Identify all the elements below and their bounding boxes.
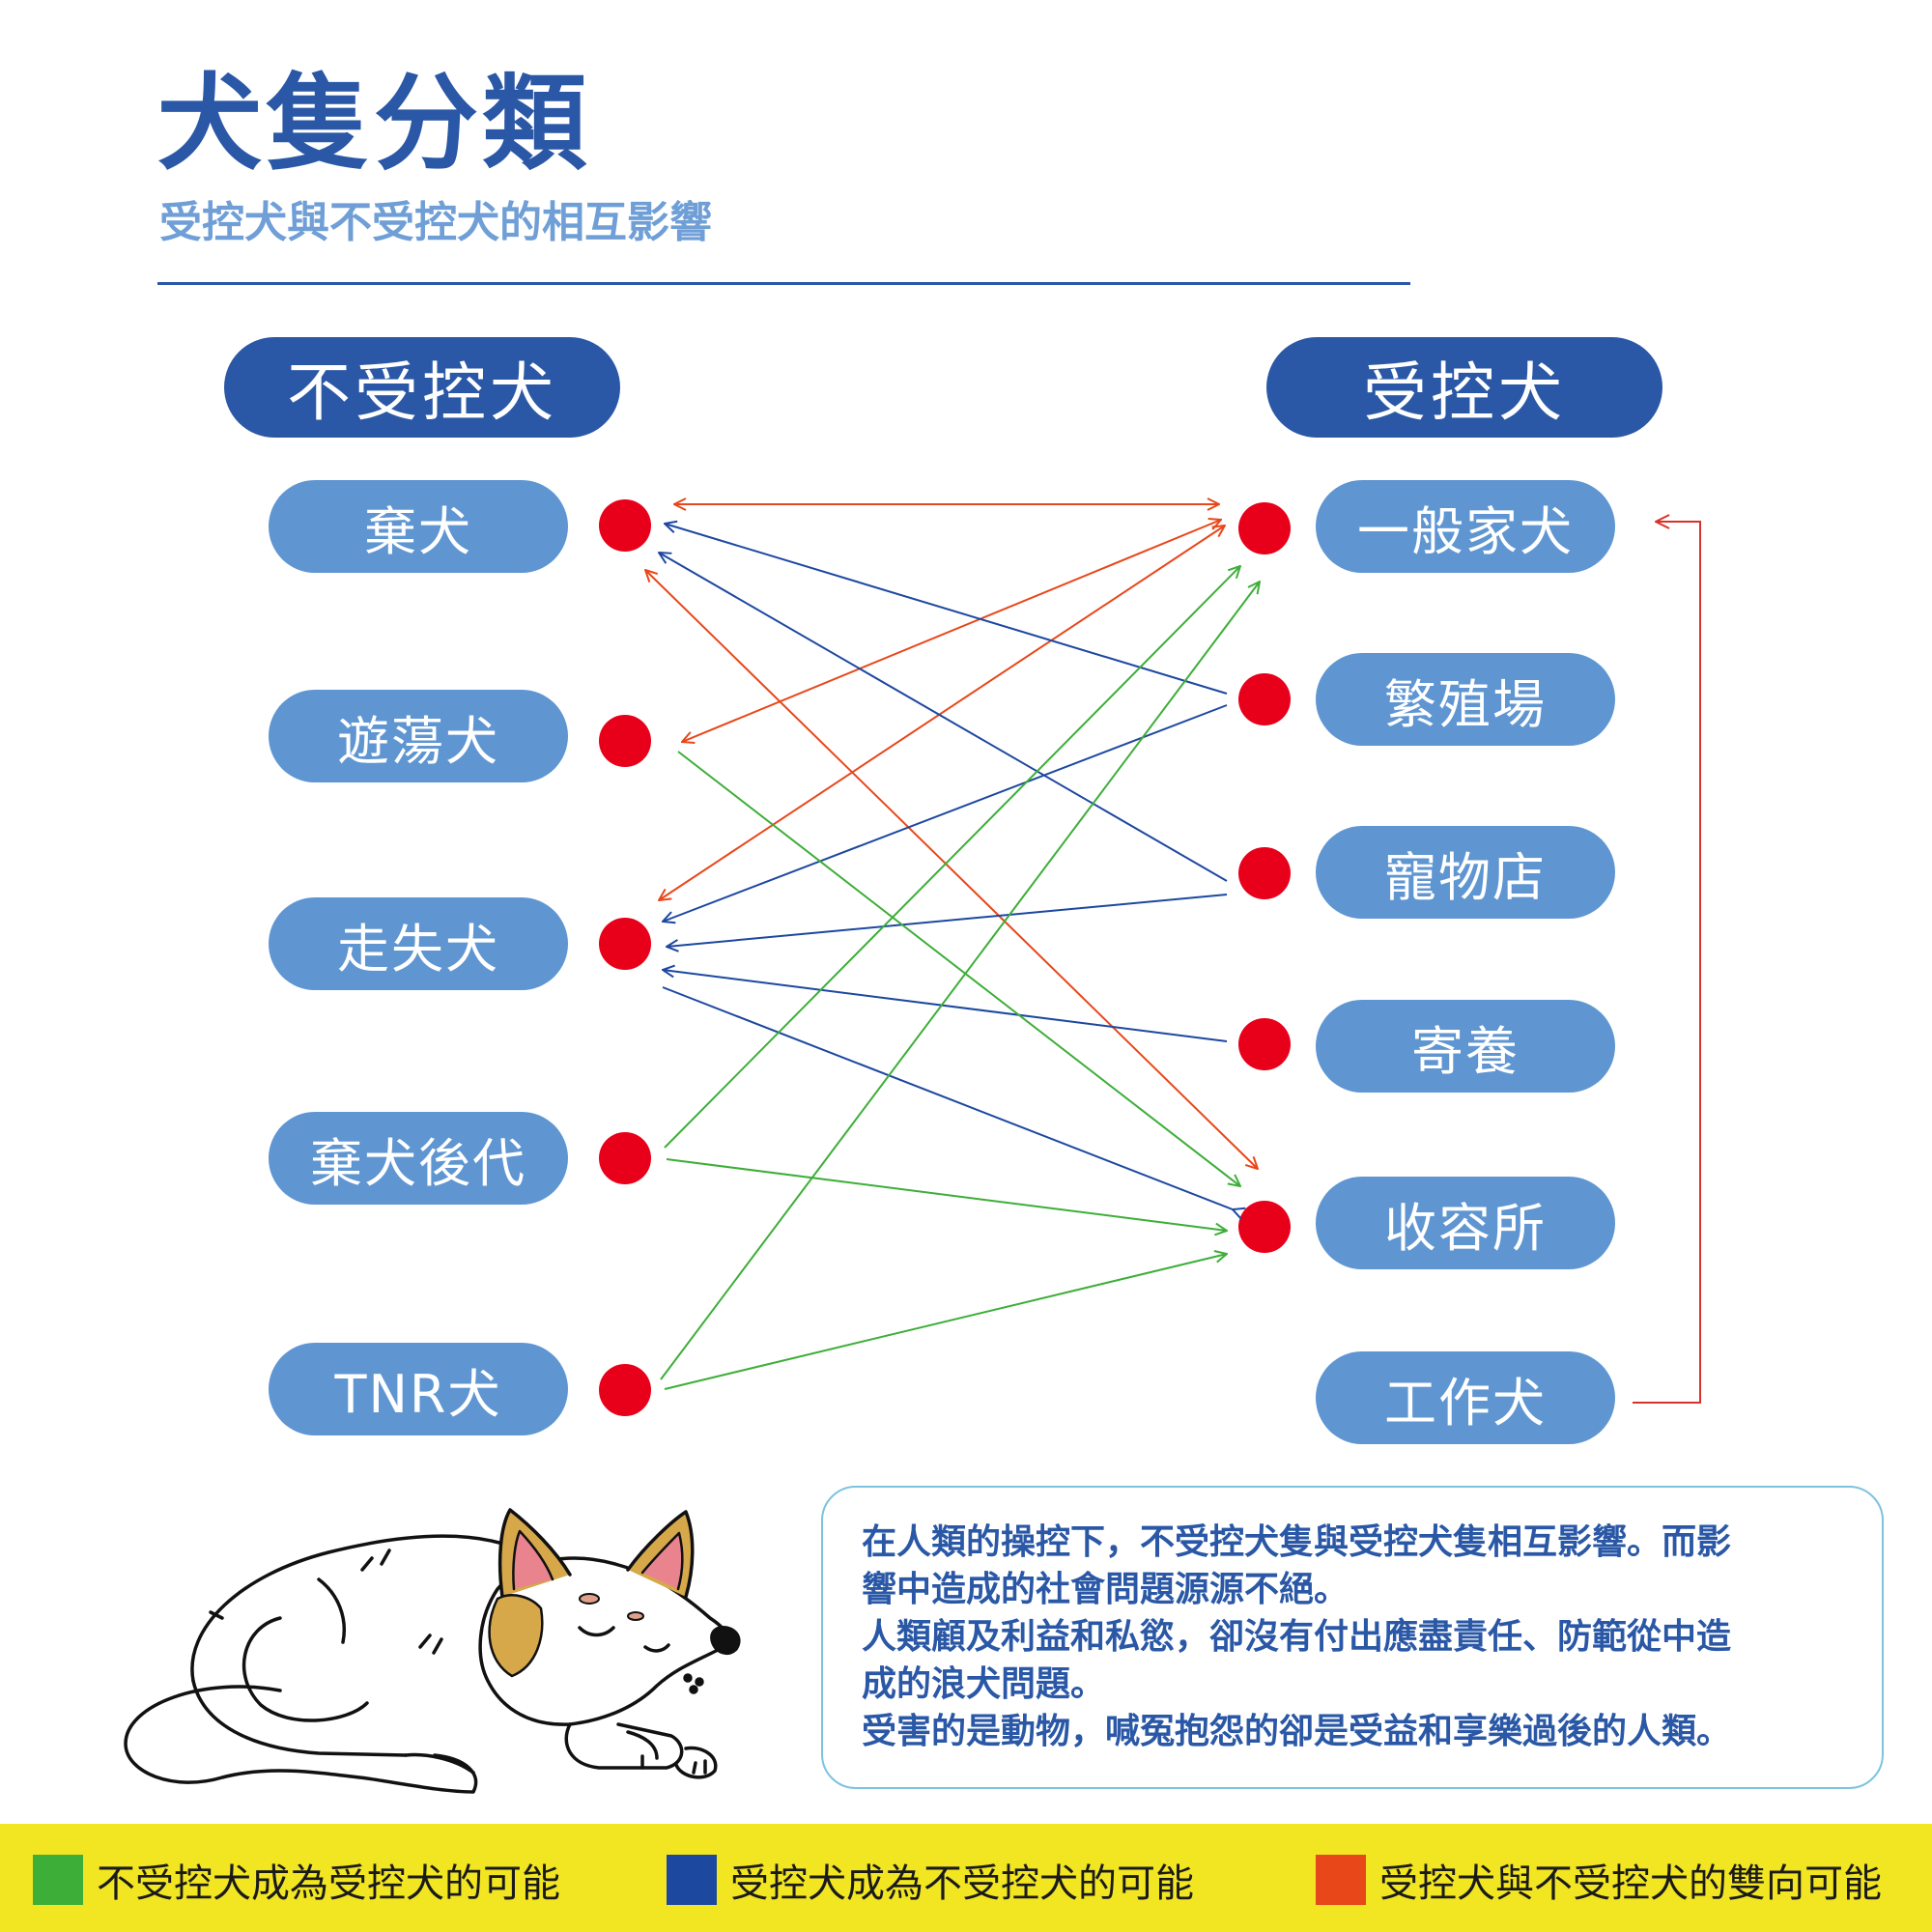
sleeping-dog-illustration [124,1508,741,1794]
node-tnr-dog: TNR犬 [269,1343,568,1435]
legend-item-orange: 受控犬與不受控犬的雙向可能 [1316,1855,1882,1906]
node-boarding: 寄養 [1316,1000,1615,1093]
legend-label-orange: 受控犬與不受控犬的雙向可能 [1379,1861,1882,1906]
legend-bar [0,1824,1932,1932]
group-header-controlled: 受控犬 [1266,337,1662,438]
edge-household-lost [659,526,1225,900]
legend-label-green: 不受控犬成為受控犬的可能 [97,1861,560,1906]
group-header-uncontrolled: 不受控犬 [224,337,620,438]
edge-shelter-abandoned [645,570,1258,1169]
note-line-4: 成的浪犬問題。 [862,1664,1106,1704]
title-divider [157,282,1410,285]
edge-tnr-household [660,582,1260,1380]
node-pet-shop: 寵物店 [1316,826,1615,919]
legend-swatch-green [33,1855,83,1905]
edge-shelter-lost [662,986,1233,1209]
dot-household-dog [1238,502,1291,554]
legend-swatch-blue [667,1855,717,1905]
note-line-2: 響中造成的社會問題源源不絕。 [862,1570,1350,1609]
dot-abandoned-offspring [599,1132,651,1184]
legend-label-blue: 受控犬成為不受控犬的可能 [730,1861,1194,1906]
node-household-dog: 一般家犬 [1316,480,1615,573]
dot-shelter [1238,1201,1291,1253]
node-shelter: 收容所 [1316,1177,1615,1269]
dot-roaming-dog [599,715,651,767]
edge-working-household [1633,522,1701,1404]
note-line-3: 人類顧及利益和私慾，卻沒有付出應盡責任、防範從中造 [862,1617,1732,1657]
note-line-5: 受害的是動物，喊冤抱怨的卻是受益和享樂過後的人類。 [862,1712,1732,1751]
edge-petshop-lost [667,894,1228,947]
node-roaming-dog: 遊蕩犬 [269,690,568,782]
note-line-1: 在人類的操控下，不受控犬隻與受控犬隻相互影響。而影 [862,1522,1732,1562]
connection-lines [0,0,1701,1404]
dot-lost-dog [599,918,651,970]
dot-abandoned-dog [599,499,651,552]
page-title: 犬隻分類 [157,64,591,185]
edge-breeding-abandoned [665,524,1228,695]
edge-boarding-lost [663,970,1228,1042]
node-abandoned-offspring: 棄犬後代 [269,1112,568,1205]
edge-petshop-abandoned [659,553,1228,882]
edge-offspring-shelter [666,1158,1227,1231]
legend-swatch-orange [1316,1855,1366,1905]
node-breeding-farm: 繁殖場 [1316,653,1615,746]
node-abandoned-dog: 棄犬 [269,480,568,573]
page-subtitle: 受控犬與不受控犬的相互影響 [159,198,712,247]
legend-item-blue: 受控犬成為不受控犬的可能 [667,1855,1194,1906]
dot-tnr-dog [599,1364,651,1416]
edge-breeding-lost [663,704,1228,922]
edge-tnr-shelter [664,1254,1227,1390]
legend-item-green: 不受控犬成為受控犬的可能 [33,1855,560,1906]
node-working-dog: 工作犬 [1316,1351,1615,1444]
edge-roaming-shelter [677,751,1240,1186]
explanation-note: 在人類的操控下，不受控犬隻與受控犬隻相互影響。而影 響中造成的社會問題源源不絕。… [821,1486,1884,1789]
edge-offspring-household [664,566,1240,1149]
node-lost-dog: 走失犬 [269,897,568,990]
